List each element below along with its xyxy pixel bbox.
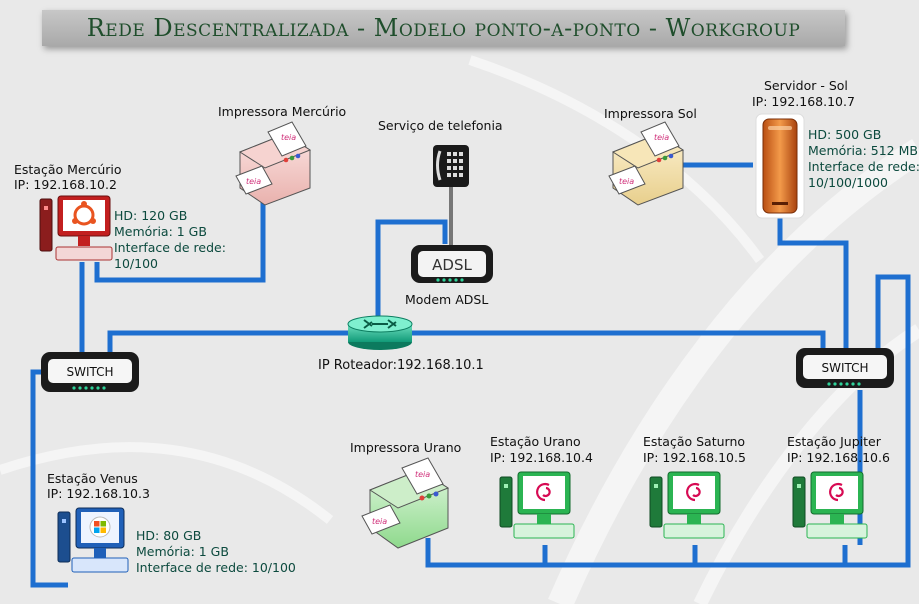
printer-brand-label: teia (654, 133, 669, 142)
pc-venus[interactable] (57, 507, 129, 573)
switch-label: SWITCH (66, 365, 113, 379)
pc-saturno[interactable] (649, 471, 725, 539)
debian-icon (829, 482, 844, 502)
printer-urano[interactable]: teia teia (361, 457, 450, 549)
station-urano-name: Estação Urano (490, 434, 581, 449)
station-spec: Interface de rede: (114, 240, 226, 255)
station-spec: HD: 120 GB (114, 208, 188, 223)
station-saturno-name: Estação Saturno (643, 434, 746, 449)
station-jupiter-ip: IP: 192.168.10.6 (787, 450, 890, 465)
windows-icon (89, 516, 111, 538)
switch-right[interactable]: SWITCH (796, 348, 894, 388)
server-spec: Interface de rede: (808, 159, 919, 174)
station-spec: 10/100 (114, 256, 158, 271)
station-urano-ip: IP: 192.168.10.4 (490, 450, 593, 465)
server-tower[interactable] (755, 113, 805, 219)
modem-label: Modem ADSL (405, 292, 489, 307)
diagram-title: Rede Descentralizada - Modelo ponto-a-po… (86, 14, 801, 42)
switch-left[interactable]: SWITCH (41, 352, 139, 392)
pc-jupiter[interactable] (792, 471, 868, 539)
telephony-label: Serviço de telefonia (378, 118, 503, 133)
server-spec: 10/100/1000 (808, 175, 888, 190)
modem-device-text: ADSL (432, 256, 472, 274)
printer-mercurio[interactable]: teia teia (235, 121, 312, 206)
server-spec: HD: 500 GB (808, 127, 882, 142)
station-venus-ip: IP: 192.168.10.3 (47, 486, 150, 501)
station-spec: Interface de rede: 10/100 (136, 560, 296, 575)
printer-brand-label: teia (281, 133, 296, 142)
adsl-modem[interactable]: ADSL (411, 245, 493, 283)
network-cables (30, 162, 911, 588)
printer-sol-label: Impressora Sol (604, 106, 697, 121)
station-spec: Memória: 1 GB (114, 224, 207, 239)
server-name: Servidor - Sol (764, 78, 848, 93)
pc-urano[interactable] (499, 471, 575, 539)
station-jupiter-name: Estação Jupiter (787, 434, 881, 449)
pc-mercurio[interactable] (39, 195, 113, 261)
printer-urano-label: Impressora Urano (350, 440, 462, 455)
station-spec: HD: 80 GB (136, 528, 202, 543)
station-venus-name: Estação Venus (47, 471, 138, 486)
router-icon[interactable] (347, 315, 413, 350)
station-mercurio-ip: IP: 192.168.10.2 (14, 177, 117, 192)
debian-icon (536, 482, 551, 502)
station-saturno-ip: IP: 192.168.10.5 (643, 450, 746, 465)
ubuntu-icon (72, 201, 96, 226)
printer-mercurio-label: Impressora Mercúrio (218, 104, 347, 119)
phone-icon[interactable] (433, 145, 469, 187)
router-label: IP Roteador:192.168.10.1 (318, 358, 484, 373)
title-bar: Rede Descentralizada - Modelo ponto-a-po… (42, 10, 845, 46)
station-spec: Memória: 1 GB (136, 544, 229, 559)
printer-brand-label: teia (619, 177, 634, 186)
station-mercurio-name: Estação Mercúrio (14, 162, 122, 177)
printer-brand-label: teia (372, 517, 387, 526)
printer-brand-label: teia (246, 177, 261, 186)
printer-sol[interactable]: teia teia (608, 121, 685, 206)
server-spec: Memória: 512 MB (808, 143, 918, 158)
debian-icon (686, 482, 701, 502)
server-ip: IP: 192.168.10.7 (752, 94, 855, 109)
printer-brand-label: teia (415, 470, 430, 479)
switch-label: SWITCH (821, 361, 868, 375)
